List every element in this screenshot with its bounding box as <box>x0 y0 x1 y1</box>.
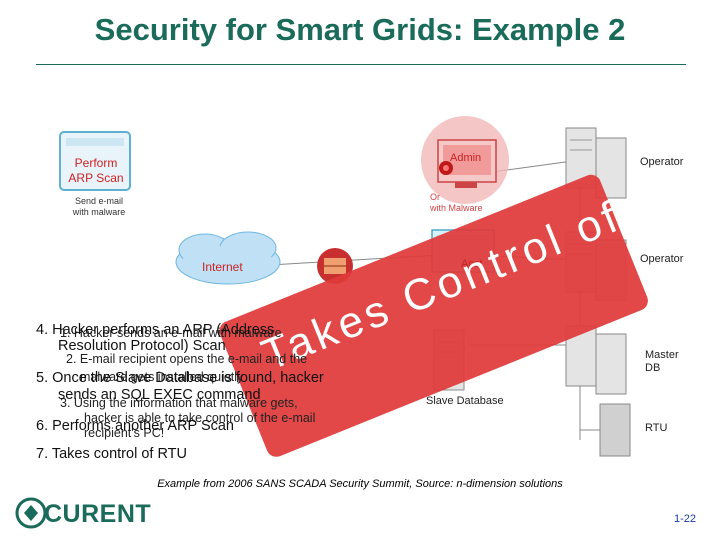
step-7: 7. Takes control of RTU <box>36 446 187 462</box>
hacker-laptop-icon <box>59 131 131 191</box>
page-number: 1-22 <box>673 513 696 525</box>
master-db-server-icon <box>565 325 627 395</box>
admin-pc-icon <box>421 116 509 204</box>
rtu-device-icon <box>599 403 631 457</box>
step-5b: sends an SQL EXEC command <box>58 387 261 403</box>
send-email-label-line-1: Send e-mail <box>74 196 124 206</box>
step-5a: 5. Once the Slave Database is found, hac… <box>36 370 324 386</box>
rtu-label: RTU <box>645 422 668 434</box>
master-db-label-line-2: DB <box>645 362 661 374</box>
curent-logo-text: CURENT <box>44 500 152 528</box>
operator-mid-label: Operator <box>640 253 684 265</box>
malware-icon <box>439 161 453 175</box>
acct-label: Acct <box>461 258 483 270</box>
inner-step-3c: recipient's PC! <box>84 426 165 440</box>
slave-database-label: Slave Database <box>426 395 504 407</box>
admin-or-label: Or <box>430 192 440 202</box>
inner-step-2b: malware gets installed quietly <box>80 370 244 384</box>
title-divider <box>36 64 686 65</box>
admin-malware-label: with Malware <box>430 203 483 213</box>
takes-control-stamp <box>219 174 648 457</box>
step-6: 6. Performs another ARP Scan <box>36 418 235 434</box>
slide-title: Security for Smart Grids: Example 2 <box>94 12 626 47</box>
operator-top-label: Operator <box>640 156 684 168</box>
perform-arp-scan-label: Perform ARP Scan <box>68 156 124 185</box>
curent-logo-icon <box>15 497 47 529</box>
source-note: Example from 2006 SANS SCADA Security Su… <box>157 478 563 490</box>
master-db-label-line-1: Master <box>645 349 679 361</box>
inner-step-1: 1. Hacker sends an e-mail with malware <box>60 326 282 340</box>
internet-cloud-icon <box>175 231 281 285</box>
inner-step-3b: hacker is able to take control of the e-… <box>84 411 316 425</box>
admin-label: Admin <box>450 152 482 164</box>
send-email-label-line-2: with malware <box>72 207 126 217</box>
inner-step-3a: 3. Using the information that malware ge… <box>60 396 298 410</box>
step-4a: 4. Hacker performs an ARP (Address <box>36 322 275 338</box>
internet-label: Internet <box>202 260 243 274</box>
step-4b: Resolution Protocol) Scan <box>58 338 226 354</box>
inner-step-2a: 2. E-mail recipient opens the e-mail and… <box>66 352 308 366</box>
